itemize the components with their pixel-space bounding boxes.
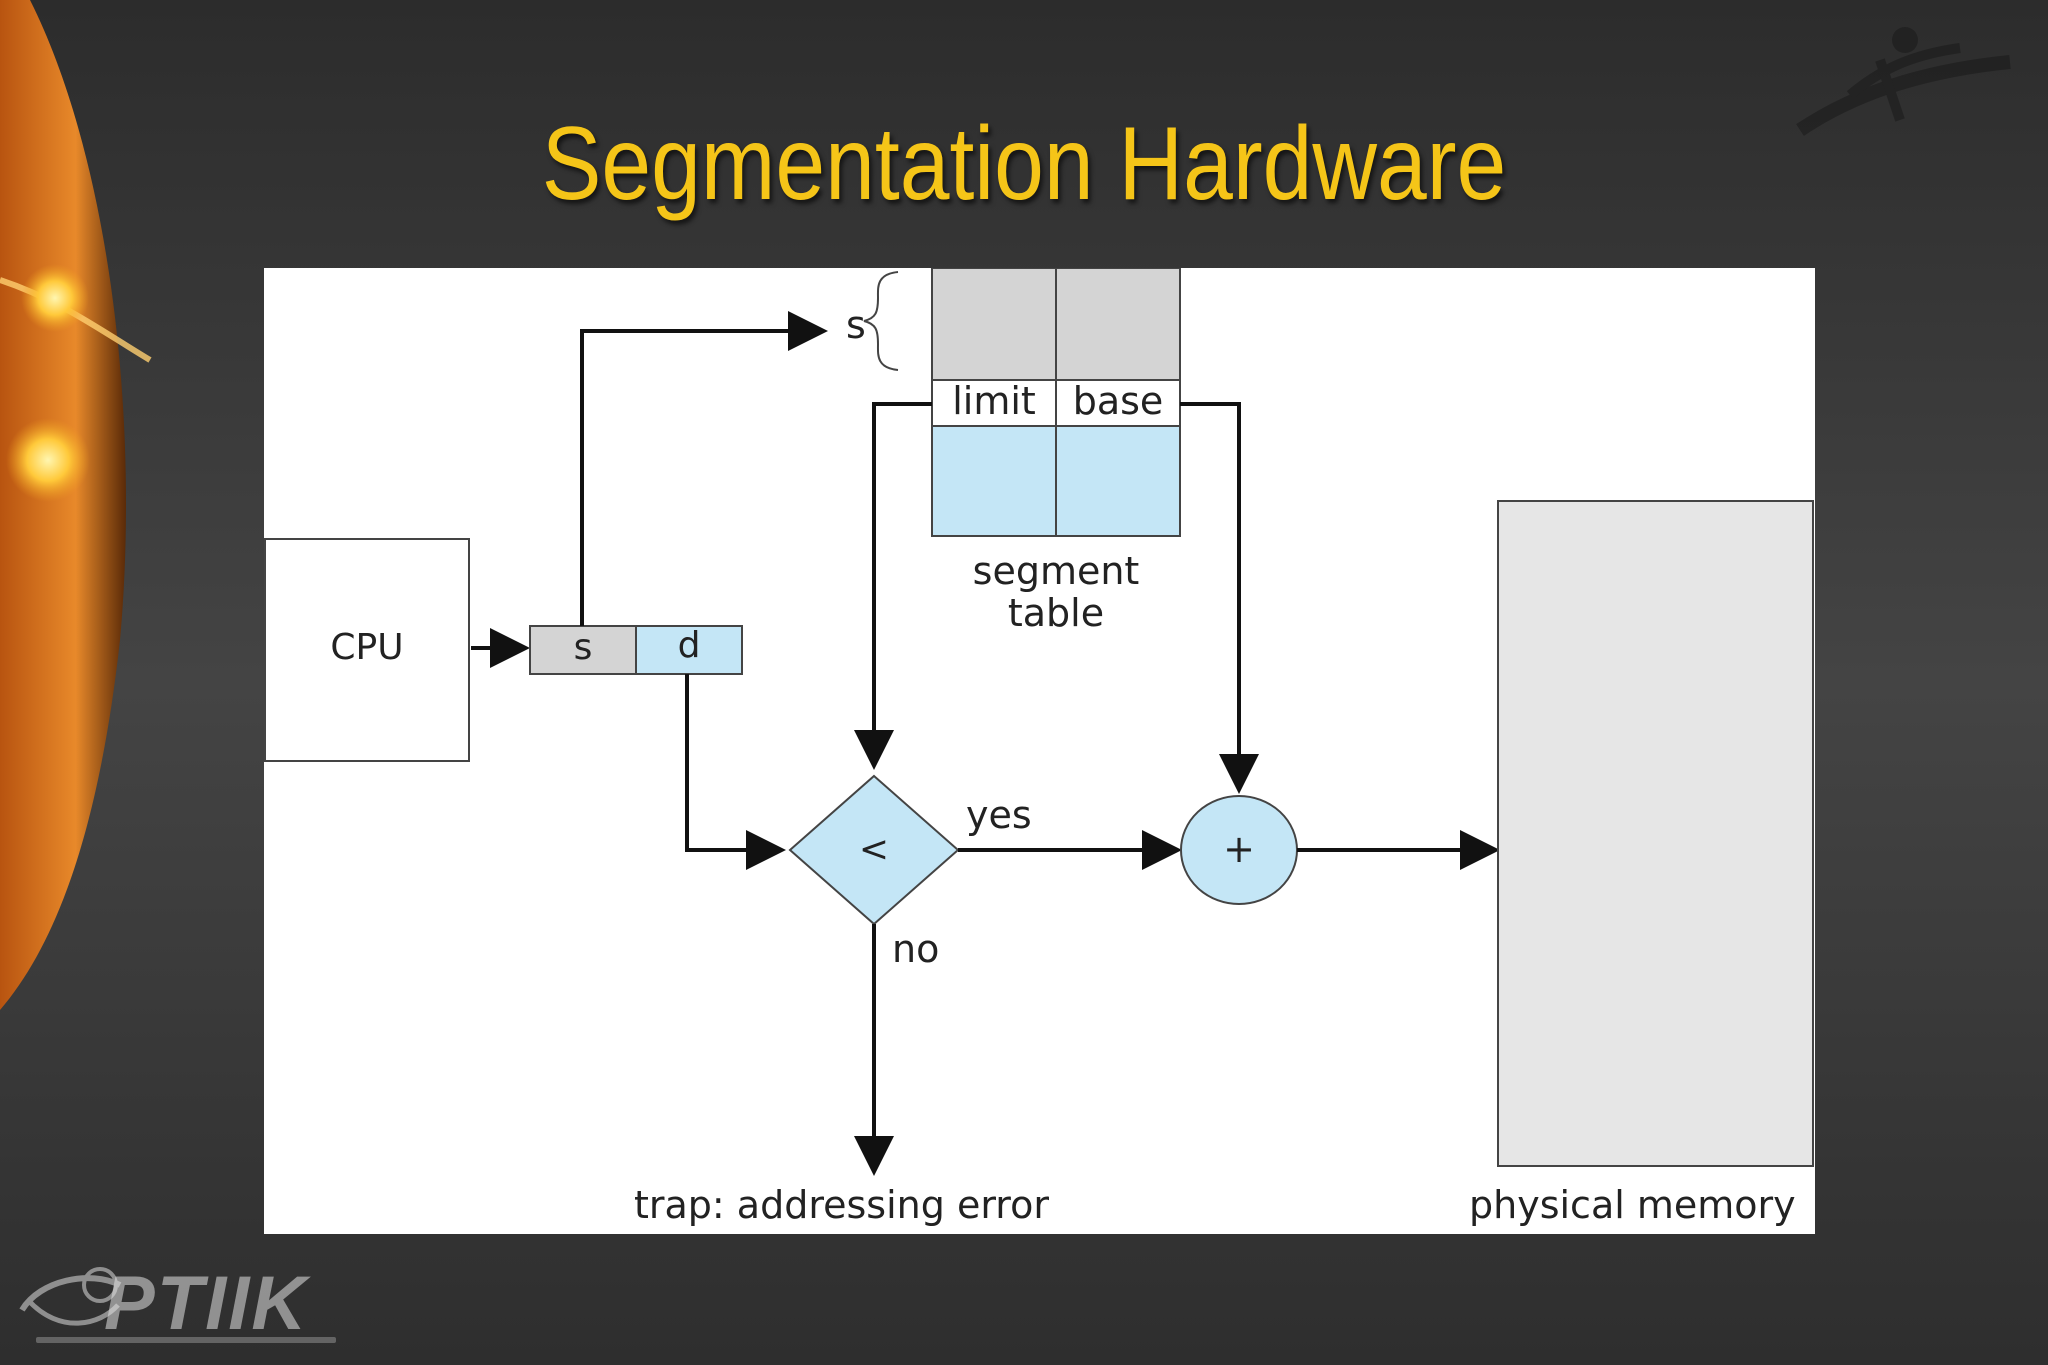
address-d-label: d <box>636 628 742 664</box>
limit-label: limit <box>932 382 1056 420</box>
no-label: no <box>892 930 939 968</box>
trap-label: trap: addressing error <box>634 1186 1049 1224</box>
segment-table-caption-line1: segment <box>932 552 1180 590</box>
yes-label: yes <box>966 796 1032 834</box>
limit-to-compare-arrow <box>874 404 932 766</box>
table-cell-top-base <box>1056 268 1180 380</box>
adder-symbol: + <box>1199 830 1279 868</box>
brand-subtitle-strip <box>36 1337 336 1343</box>
table-cell-top-limit <box>932 268 1056 380</box>
table-cell-bottom-base <box>1056 426 1180 536</box>
base-label: base <box>1056 382 1180 420</box>
physical-memory-box <box>1498 501 1813 1166</box>
brand-logo: PTIIK <box>22 1260 308 1347</box>
slide-title: Segmentation Hardware <box>143 105 1904 224</box>
s-to-table-arrow <box>582 331 824 626</box>
segmentation-diagram: CPU s d s limit base segment table < + y… <box>264 268 1815 1234</box>
base-to-adder-arrow <box>1180 404 1239 790</box>
segment-brace <box>864 272 898 370</box>
compare-symbol: < <box>834 832 914 868</box>
physical-memory-label: physical memory <box>1469 1186 1796 1224</box>
segment-table-caption-line2: table <box>932 594 1180 632</box>
glow-orb-top <box>21 264 89 332</box>
table-cell-bottom-limit <box>932 426 1056 536</box>
d-to-compare-arrow <box>687 674 782 850</box>
glow-orb-bottom <box>6 418 90 502</box>
segment-index-label: s <box>846 306 866 344</box>
cpu-label: CPU <box>265 630 469 666</box>
address-s-label: s <box>530 630 636 666</box>
